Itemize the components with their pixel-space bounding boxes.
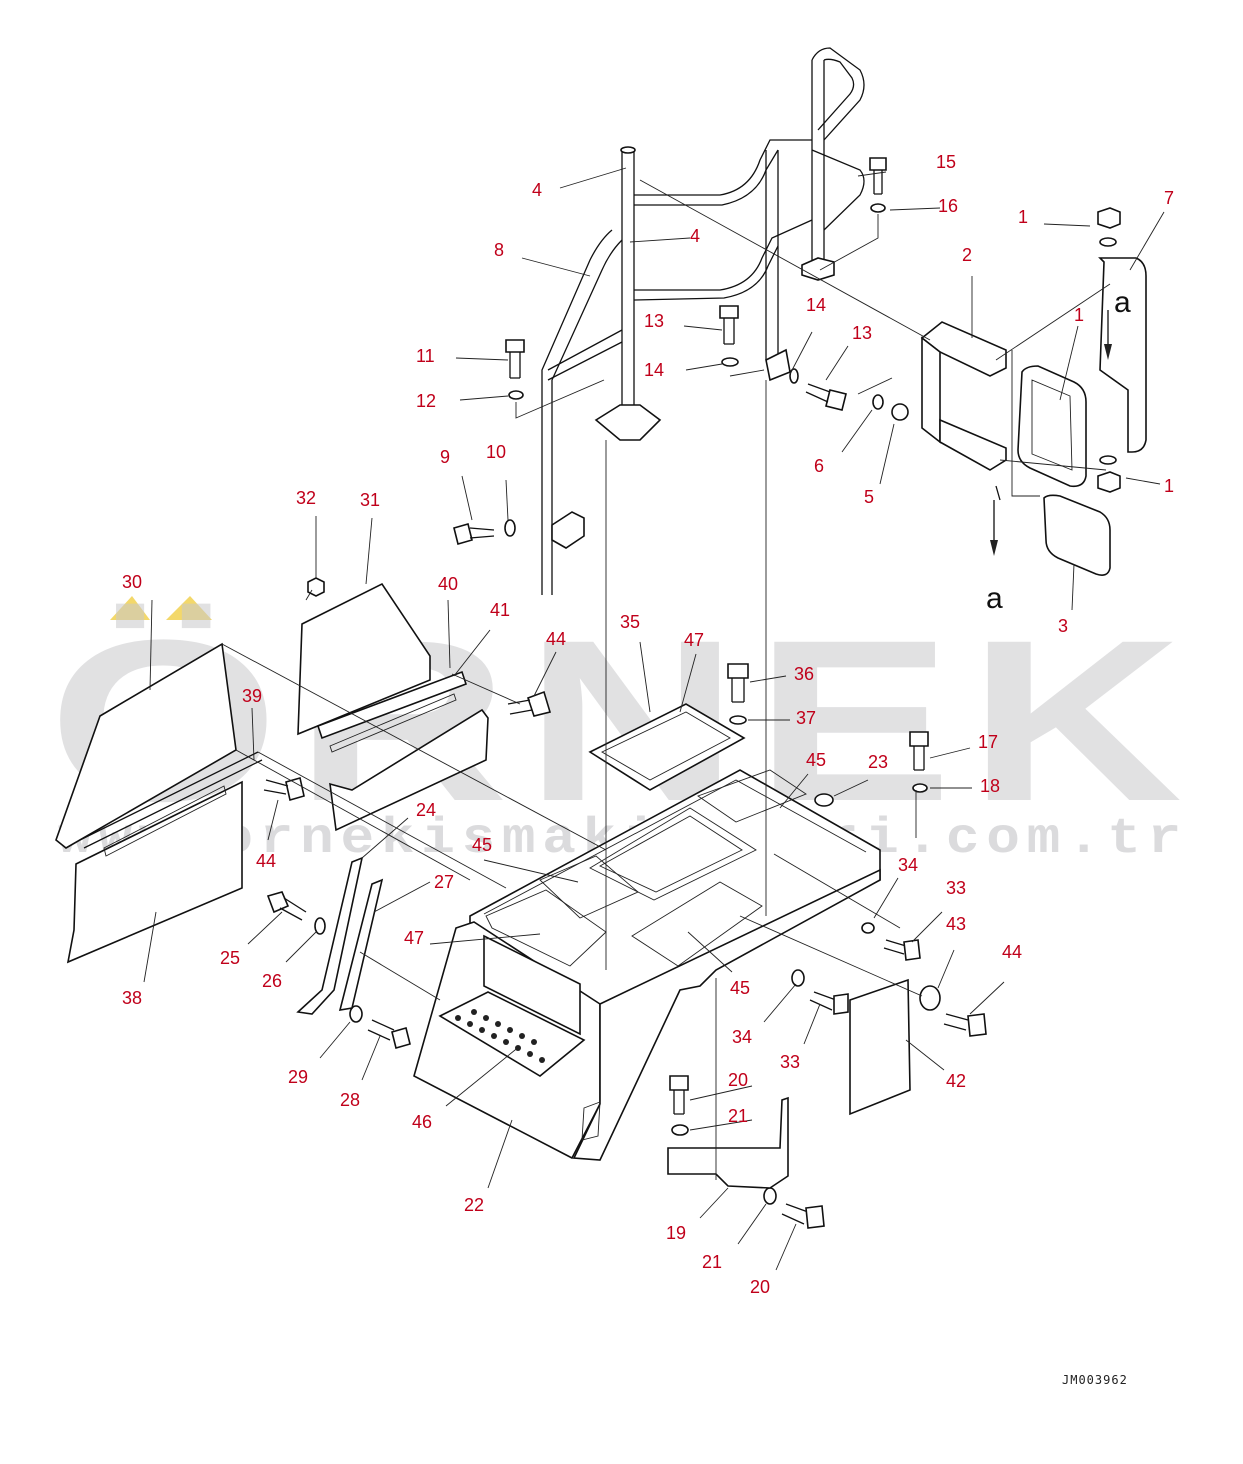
callout-label: 33 bbox=[780, 1052, 800, 1072]
callout-label: 1 bbox=[1018, 207, 1028, 227]
callout-label: 45 bbox=[472, 835, 492, 855]
callout-label: 9 bbox=[440, 447, 450, 467]
callout-label: 43 bbox=[946, 914, 966, 934]
callout-label: 22 bbox=[464, 1195, 484, 1215]
callout-label: 1 bbox=[1074, 305, 1084, 325]
callout-label: 13 bbox=[852, 323, 872, 343]
callout-label: 42 bbox=[946, 1071, 966, 1091]
callout-label: 24 bbox=[416, 800, 436, 820]
watermark-accent-right bbox=[166, 596, 212, 620]
callout-label: 40 bbox=[438, 574, 458, 594]
leader-lines bbox=[143, 167, 1165, 1271]
arrow-mark-a-top: a bbox=[1114, 286, 1131, 319]
callout-label: 21 bbox=[728, 1106, 748, 1126]
callout-label: 34 bbox=[898, 855, 918, 875]
callout-label: 2 bbox=[962, 245, 972, 265]
callout-label: 14 bbox=[644, 360, 664, 380]
callout-label: 46 bbox=[412, 1112, 432, 1132]
step-holes bbox=[455, 1009, 545, 1063]
callout-label: 20 bbox=[728, 1070, 748, 1090]
callout-label: 38 bbox=[122, 988, 142, 1008]
callout-label: 4 bbox=[532, 180, 542, 200]
callout-label: 11 bbox=[416, 346, 435, 366]
callout-label: 25 bbox=[220, 948, 240, 968]
callout-label: 35 bbox=[620, 612, 640, 632]
callout-label: 12 bbox=[416, 391, 436, 411]
callout-label: 45 bbox=[730, 978, 750, 998]
callout-label: 29 bbox=[288, 1067, 308, 1087]
callout-label: 30 bbox=[122, 572, 142, 592]
watermark-accent-left bbox=[110, 596, 150, 620]
callout-label: 5 bbox=[864, 487, 874, 507]
callout-label: 18 bbox=[980, 776, 1000, 796]
callout-label: 17 bbox=[978, 732, 998, 752]
callout-label: 3 bbox=[1058, 616, 1068, 636]
callout-label: 19 bbox=[666, 1223, 686, 1243]
arrow-mark-a-bottom: a bbox=[986, 582, 1003, 615]
callout-label: 41 bbox=[490, 600, 510, 620]
callout-label: 47 bbox=[684, 630, 704, 650]
callout-label: 32 bbox=[296, 488, 316, 508]
main-housing bbox=[413, 769, 881, 1161]
callout-label: 10 bbox=[486, 442, 506, 462]
callout-label: 34 bbox=[732, 1027, 752, 1047]
callout-label: 37 bbox=[796, 708, 816, 728]
callout-label: 16 bbox=[938, 196, 958, 216]
callout-label: 6 bbox=[814, 456, 824, 476]
callout-label: 7 bbox=[1164, 188, 1174, 208]
callout-label: 44 bbox=[256, 851, 276, 871]
callout-label: 21 bbox=[702, 1252, 722, 1272]
watermark: ÖRNEK www.ornekismakinalari.com.tr bbox=[48, 592, 1186, 868]
callout-labels: 1 1 1 2 3 4 4 5 6 7 8 9 10 11 12 13 13 1… bbox=[122, 152, 1174, 1297]
callout-label: 28 bbox=[340, 1090, 360, 1110]
callout-label: 26 bbox=[262, 971, 282, 991]
callout-label: 23 bbox=[868, 752, 888, 772]
callout-label: 15 bbox=[936, 152, 956, 172]
callout-label: 8 bbox=[494, 240, 504, 260]
callout-label: 4 bbox=[690, 226, 700, 246]
callout-label: 39 bbox=[242, 686, 262, 706]
callout-label: 14 bbox=[806, 295, 826, 315]
drawing-number: JM003962 bbox=[1062, 1373, 1128, 1387]
fasteners bbox=[263, 157, 1121, 1229]
callout-label: 20 bbox=[750, 1277, 770, 1297]
callout-label: 47 bbox=[404, 928, 424, 948]
callout-label: 33 bbox=[946, 878, 966, 898]
covers-and-plates bbox=[55, 582, 911, 1189]
callout-label: 13 bbox=[644, 311, 664, 331]
center-lines bbox=[221, 179, 1111, 1180]
callout-label: 27 bbox=[434, 872, 454, 892]
callout-label: 44 bbox=[546, 629, 566, 649]
callout-label: 36 bbox=[794, 664, 814, 684]
mirror-assembly bbox=[872, 257, 1147, 576]
callout-label: 1 bbox=[1164, 476, 1174, 496]
callout-label: 45 bbox=[806, 750, 826, 770]
callout-label: 31 bbox=[360, 490, 380, 510]
callout-label: 44 bbox=[1002, 942, 1022, 962]
handrail-assembly bbox=[541, 47, 865, 595]
